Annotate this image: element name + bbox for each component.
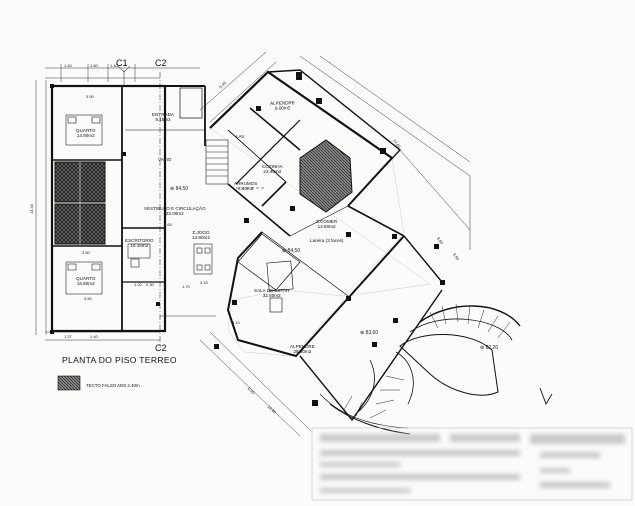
dim-9: 1.20: [134, 282, 142, 287]
room-area: 13.80m2: [192, 235, 210, 240]
room-alpendre-bottom: ALPENDRE 25.30m2: [290, 344, 315, 354]
alpendre-lower: [299, 235, 521, 435]
room-name: ARRUMOS: [234, 181, 258, 186]
rotated-wing-walls: [209, 69, 431, 358]
title-block-redacted-7: [320, 488, 410, 493]
stairs: [205, 139, 229, 185]
label-lareira: Lareira (3 faces): [310, 238, 343, 243]
room-name: ENTRADA: [152, 112, 174, 117]
room-vazio: VAZIO: [158, 157, 171, 162]
dim-5: 3.50: [82, 250, 90, 255]
room-name: ALPENDRE: [290, 344, 315, 349]
room-name: SALA DE ESTAR: [254, 288, 290, 293]
room-area: 25.30m2: [293, 349, 312, 354]
room-sala-de-estar: SALA DE ESTAR 32.80m2: [254, 288, 289, 298]
room-name: Lareira (3 faces): [310, 238, 344, 243]
elevation-2: ⊕ 84,50: [282, 248, 301, 254]
dim-13: 14.40: [29, 203, 34, 214]
dim-21: 3.10: [232, 320, 240, 325]
room-zcomer: Z.COMER 12.80m2: [316, 219, 337, 229]
title-block-redacted-9: [540, 468, 570, 473]
dimension-lines-right: [160, 51, 471, 437]
dim-12: 3.15: [200, 280, 208, 285]
north-marker-icon: [539, 387, 553, 406]
furniture-left: [65, 114, 213, 295]
elevation-1: ⊕ 84,50: [170, 186, 189, 192]
room-name: VAZIO: [158, 157, 172, 162]
room-area: 23.00m2: [165, 211, 184, 216]
section-mark-c1: C1: [116, 58, 128, 68]
columns: [50, 72, 445, 406]
room-zjogo: Z.JOGO 13.80m2: [192, 230, 210, 240]
room-name: VESTIBULO E CIRCULAÇÃO: [144, 206, 206, 211]
title-block-redacted-8: [540, 452, 600, 458]
room-area: 9.15m2: [155, 117, 171, 122]
room-area: 14.90m2: [76, 133, 95, 138]
elevation-3: ⊕ 83,60: [360, 330, 379, 336]
title-block-redacted-1: [320, 434, 440, 442]
room-arrumos: ARRUMOS 4.40m2: [234, 181, 257, 191]
room-quarto-2: QUARTO 16.80m2: [76, 276, 96, 286]
title-block-redacted-10: [540, 482, 610, 488]
title-block-redacted-3: [530, 434, 625, 444]
room-name: COZINHA: [262, 164, 283, 169]
room-area: 32.80m2: [262, 293, 281, 298]
left-wing-walls: [50, 84, 206, 333]
room-name: QUARTO: [76, 128, 96, 133]
room-area: 12.80m2: [317, 224, 336, 229]
section-mark-c2-top: C2: [155, 58, 167, 68]
section-mark-c2-bottom: C2: [155, 343, 167, 353]
room-area: 23.40m2: [263, 169, 282, 174]
dim-8: 3.50: [84, 296, 92, 301]
title-block-frame: [311, 427, 633, 501]
title-block-redacted-2: [450, 434, 520, 442]
dim-11: 1.70: [182, 284, 190, 289]
room-area: 4.40m2: [238, 186, 254, 191]
dim-10: 0.30: [146, 282, 154, 287]
room-vestibulo: VESTIBULO E CIRCULAÇÃO 23.00m2: [144, 206, 206, 216]
room-entrada: ENTRADA 9.15m2: [152, 112, 174, 122]
dim-1: 1.40: [64, 63, 72, 68]
legend-swatch: [57, 375, 81, 391]
drawing-title: PLANTA DO PISO TERREO: [62, 355, 177, 365]
room-name: Z.JOGO: [192, 230, 210, 235]
room-quarto-1: QUARTO 14.90m2: [76, 128, 96, 138]
room-name: ESCRITORIO: [125, 238, 154, 243]
section-lines: [117, 65, 161, 348]
dim-7: 1.40: [90, 334, 98, 339]
room-cozinha: COZINHA 23.40m2: [262, 164, 283, 174]
legend-text: TECTO FALSO ADS 2.40m: [86, 383, 140, 388]
title-block-redacted-4: [320, 450, 520, 456]
room-area: 8.00m2: [274, 105, 291, 111]
room-alpendre-top: ALPENDRE 8.00m2: [270, 100, 295, 111]
kitchen-island-hatch: [299, 139, 353, 213]
room-name: LAV.: [236, 134, 246, 139]
room-name: QUARTO: [76, 276, 96, 281]
room-escritorio: ESCRITORIO 10.15m2: [125, 238, 154, 248]
room-name: Z.COMER: [316, 219, 338, 224]
title-block-redacted-5: [320, 462, 400, 467]
elevation-4: ⊕ 82,20: [480, 345, 499, 351]
dim-20: 3.65: [164, 222, 172, 227]
dim-3: 3.50: [86, 94, 94, 99]
dim-2: 1.60: [90, 63, 98, 68]
dim-6: 1.37: [64, 334, 72, 339]
dim-4: 1.40: [110, 63, 118, 68]
room-area: 16.80m2: [76, 281, 95, 286]
room-lav: LAV.: [236, 134, 245, 139]
spiral-treads: [343, 303, 511, 419]
room-area: 10.15m2: [130, 243, 149, 248]
title-block-redacted-6: [320, 474, 520, 480]
